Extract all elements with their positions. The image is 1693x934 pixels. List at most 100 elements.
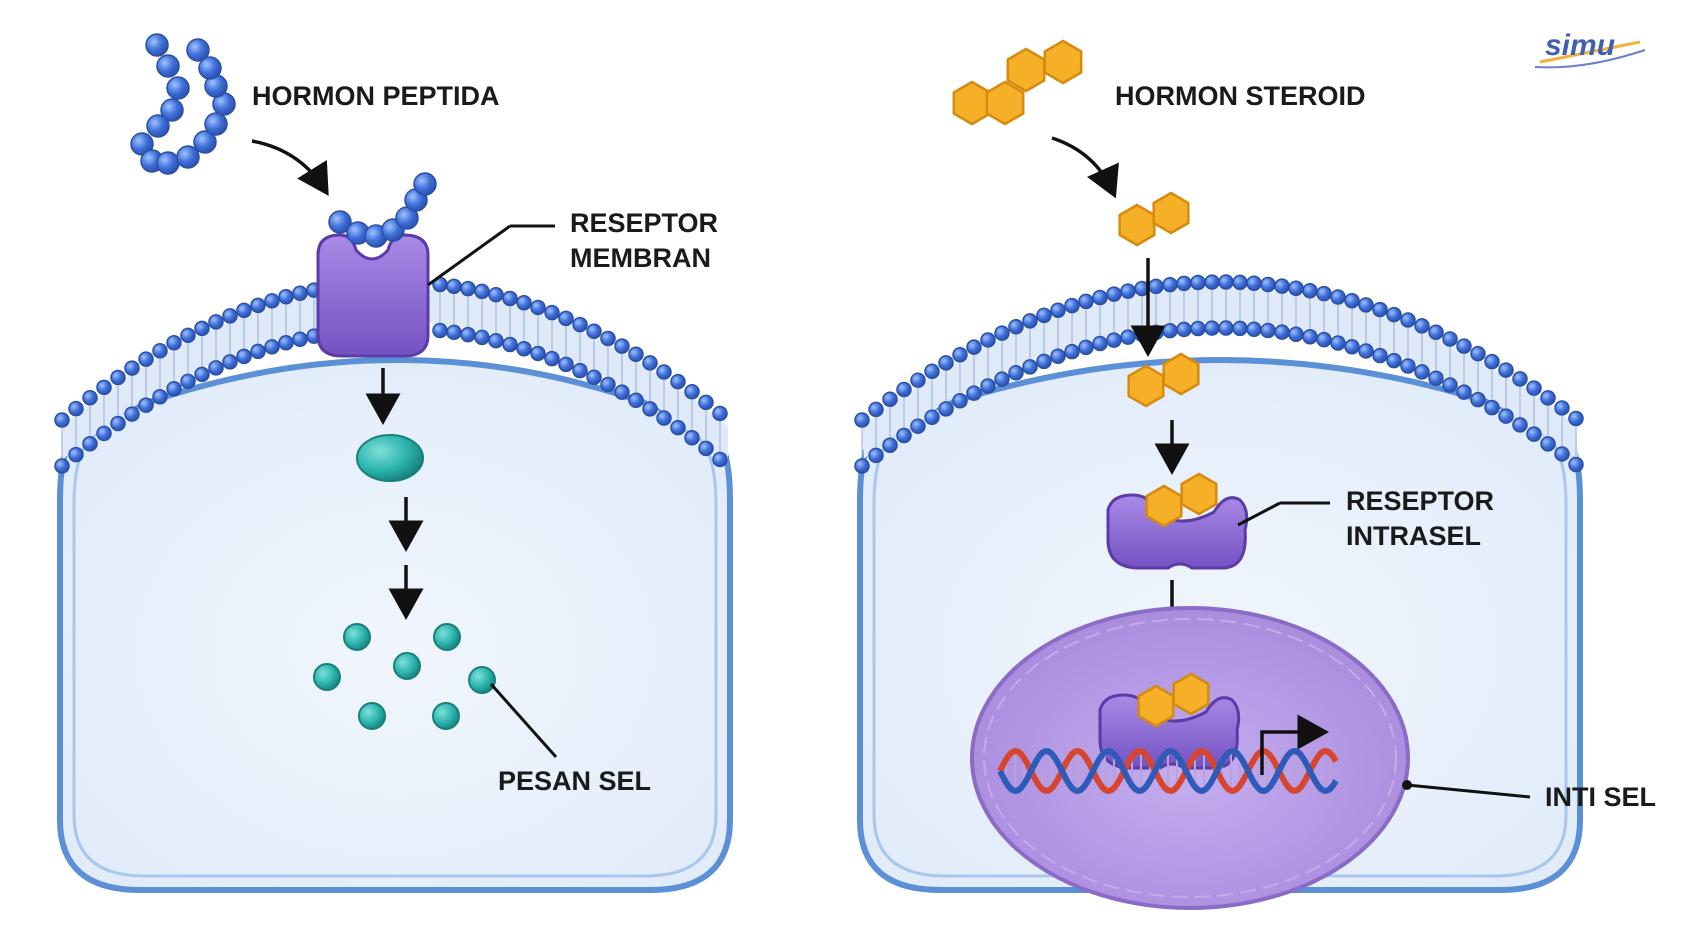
peptide-bead [156, 151, 180, 175]
lipid-head [446, 278, 462, 295]
lipid-head [152, 388, 168, 405]
lipid-head [208, 360, 224, 376]
intracellular-receptor [1106, 493, 1249, 570]
lipid-head [1498, 408, 1514, 424]
lipid-head [938, 401, 954, 417]
lipid-head [1470, 391, 1486, 408]
lipid-head [502, 336, 518, 353]
lipid-head [1050, 348, 1066, 365]
lipid-head [854, 412, 870, 428]
peptide-bead [156, 54, 180, 78]
lipid-head [1246, 275, 1262, 291]
lipid-head [966, 385, 982, 401]
lipid-head [994, 325, 1010, 341]
lipid-head [1540, 436, 1556, 452]
lipid-head [110, 369, 126, 386]
lipid-head [1078, 339, 1094, 356]
lipid-head [938, 355, 954, 371]
lipid-head [1288, 280, 1304, 296]
messenger-molecule [358, 702, 386, 730]
lipid-head [530, 345, 546, 362]
lipid-head [1050, 302, 1066, 319]
lipid-head [882, 437, 898, 454]
lipid-head [516, 340, 532, 357]
lipid-head [628, 392, 644, 409]
peptide-hormone-chain [130, 33, 236, 175]
lipid-head [1414, 318, 1430, 334]
lipid-head [180, 373, 196, 390]
lipid-head [684, 430, 700, 446]
lipid-head [82, 390, 98, 406]
membrane-receptor [316, 233, 430, 358]
lipid-head [670, 419, 686, 436]
lipid-head [292, 285, 308, 301]
steroid-inside-cell [1127, 352, 1200, 408]
lipid-head [264, 293, 280, 309]
lipid-head [614, 384, 630, 400]
lipid-head [1288, 326, 1304, 342]
membrane-receptor-pointer [427, 224, 511, 287]
cell-message-molecules [313, 623, 496, 730]
steroid-ring [1172, 672, 1210, 716]
lipid-head [1302, 282, 1318, 299]
lipid-head [502, 290, 518, 307]
lipid-head [488, 332, 504, 349]
steroid-outside-membrane [1118, 191, 1190, 247]
lipid-head [124, 406, 140, 422]
peptide-bead [204, 112, 228, 136]
lipid-head [1414, 364, 1430, 380]
steroid-ring [1180, 472, 1218, 516]
lipid-head [684, 384, 700, 400]
peptide-bead [193, 130, 217, 154]
lipid-head [1456, 384, 1472, 400]
lipid-head [138, 351, 154, 367]
lipid-head [68, 400, 84, 417]
lipid-head [910, 418, 926, 434]
lipid-head [488, 286, 504, 303]
lipid-head [1162, 276, 1178, 293]
lipid-head [1008, 365, 1024, 381]
lipid-head [1470, 345, 1486, 362]
lipid-head [1022, 313, 1038, 329]
lipid-head [1162, 322, 1178, 339]
lipid-head [1302, 328, 1318, 345]
steroid-hormone-label: HORMON STEROID [1115, 81, 1366, 111]
lipid-head [222, 308, 238, 324]
dna-double-helix [997, 747, 1339, 795]
cell-message-label: PESAN SEL [498, 766, 651, 796]
lipid-head [712, 405, 728, 422]
lipid-head [966, 339, 982, 355]
lipid-head [474, 283, 490, 300]
lipid-head [1064, 297, 1080, 314]
nucleus-label: INTI SEL [1545, 782, 1656, 812]
lipid-head [1148, 324, 1164, 341]
lipid-head [460, 326, 476, 343]
lipid-head [868, 447, 884, 464]
lipid-head [432, 322, 448, 339]
lipid-head [208, 314, 224, 330]
lipid-head [910, 372, 926, 388]
lipid-head [628, 346, 644, 363]
lipid-head [1316, 285, 1332, 302]
lipid-head [572, 316, 588, 333]
lipid-head [952, 393, 968, 409]
lipid-head [1246, 321, 1262, 337]
steroid-ring [1043, 39, 1083, 85]
lipid-head [1372, 301, 1388, 318]
bound-peptide-hormone [328, 172, 437, 248]
lipid-head [1568, 410, 1584, 427]
lipid-head [124, 360, 140, 376]
lipid-head [194, 320, 210, 337]
lipid-head [1064, 343, 1080, 360]
lipid-head [278, 335, 294, 351]
lipid-head [994, 371, 1010, 387]
left-cell [54, 276, 733, 893]
lipid-head [558, 310, 574, 327]
lipid-head [558, 356, 574, 373]
lipid-head [1176, 321, 1192, 338]
peptide-bead [166, 76, 190, 100]
lipid-head [236, 302, 252, 319]
left-cell-inner-outline [72, 428, 718, 878]
logo-text: simu [1545, 29, 1615, 62]
